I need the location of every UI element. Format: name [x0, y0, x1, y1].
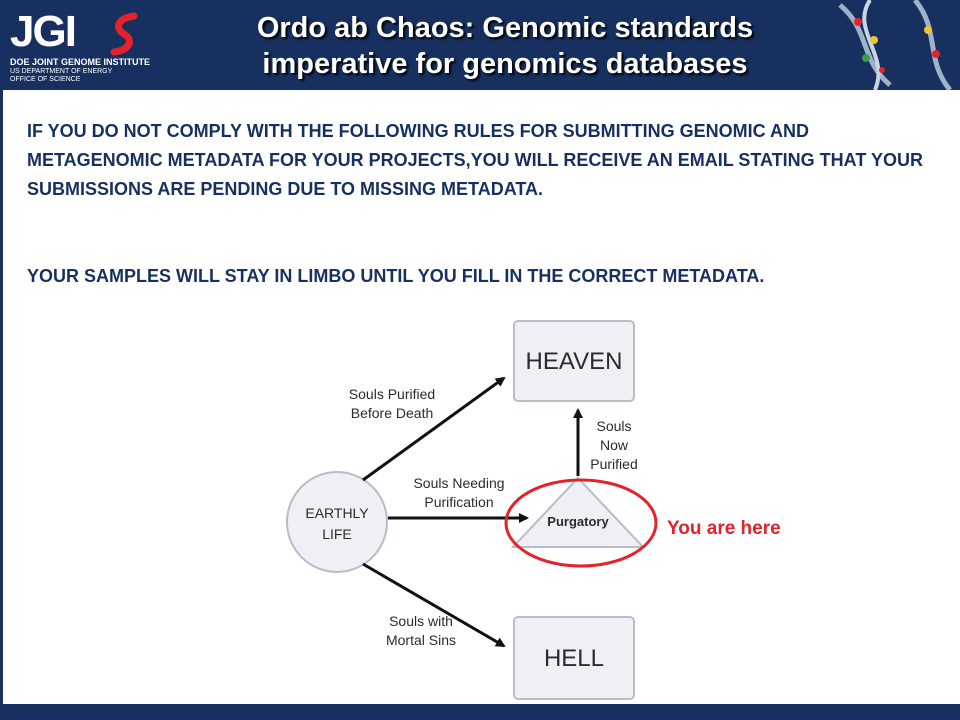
label-now-1: Souls [596, 418, 631, 434]
earthly-life-node: EARTHLY LIFE [286, 471, 388, 573]
logo-line-department: US DEPARTMENT OF ENERGY [10, 68, 113, 75]
heaven-box: HEAVEN [513, 320, 635, 402]
label-purified-1: Souls Purified [349, 386, 435, 402]
earthly-life-label-1: EARTHLY [305, 505, 369, 521]
purgatory-label: Purgatory [547, 514, 609, 529]
limbo-paragraph: YOUR SAMPLES WILL STAY IN LIMBO UNTIL YO… [27, 266, 765, 286]
hell-box: HELL [513, 616, 635, 700]
label-now-2: Now [600, 437, 629, 453]
page-title-line1: Ordo ab Chaos: Genomic standards [256, 12, 754, 44]
you-are-here-callout: You are here [667, 518, 781, 539]
arrow-to-heaven [362, 376, 506, 482]
label-sins-2: Mortal Sins [386, 632, 456, 648]
earthly-life-label-2: LIFE [322, 526, 352, 542]
logo-swoosh-icon [110, 12, 138, 56]
logo-line-institute: DOE JOINT GENOME INSTITUTE [10, 57, 151, 67]
label-sins-1: Souls with [389, 613, 453, 629]
footer-bar [0, 704, 960, 720]
label-needing-1: Souls Needing [413, 475, 504, 491]
label-now-3: Purified [590, 456, 637, 472]
logo-mark: JGI [10, 7, 77, 56]
notice-paragraph: IF YOU DO NOT COMPLY WITH THE FOLLOWING … [27, 121, 924, 199]
page-title: Ordo ab Chaos: Genomic standards imperat… [200, 10, 810, 82]
left-edge-bar [0, 90, 3, 704]
purgatory-highlight-ellipse [504, 478, 658, 568]
dna-helix-icon [838, 0, 952, 90]
label-purified-2: Before Death [351, 405, 434, 421]
header-bar: JGI DOE JOINT GENOME INSTITUTE US DEPART… [0, 0, 960, 90]
label-needing-2: Purification [424, 494, 493, 510]
arrow-to-hell [362, 562, 506, 648]
hell-label: HELL [544, 645, 604, 672]
heaven-label: HEAVEN [526, 348, 623, 375]
purgatory-node: Purgatory [510, 476, 646, 548]
logo-line-office: OFFICE OF SCIENCE [10, 76, 81, 83]
jgi-logo: JGI DOE JOINT GENOME INSTITUTE US DEPART… [10, 7, 160, 84]
page-title-line2: imperative for genomics databases [262, 48, 748, 80]
